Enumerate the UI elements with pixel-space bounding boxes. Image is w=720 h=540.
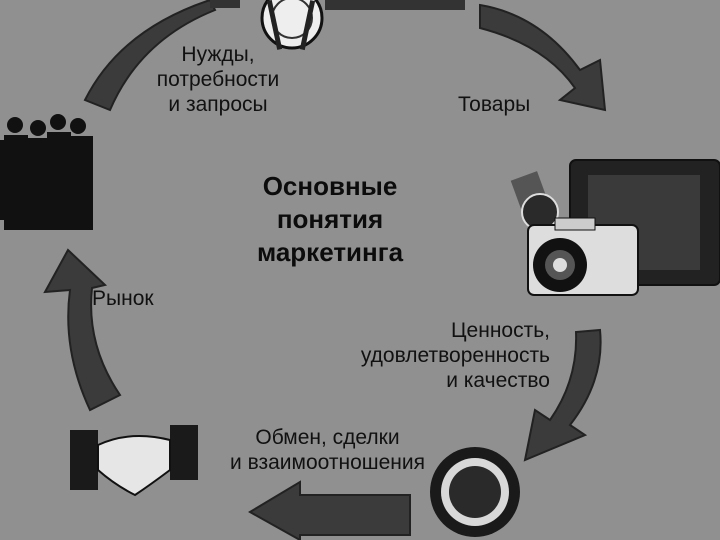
- center-title-line-1: Основные: [230, 170, 430, 203]
- needs-line-3: и запросы: [148, 92, 288, 117]
- needs-line-1: Нужды,: [148, 42, 288, 67]
- value-line-1: Ценность,: [355, 318, 550, 343]
- quality-seal-icon: [430, 447, 520, 537]
- node-exchange-label: Обмен, сделки и взаимоотношения: [225, 425, 430, 475]
- value-line-3: и качество: [355, 368, 550, 393]
- needs-line-2: потребности: [148, 67, 288, 92]
- node-goods-label: Товары: [458, 92, 530, 117]
- value-line-2: удовлетворенность: [355, 343, 550, 368]
- node-market-label: Рынок: [92, 286, 154, 311]
- diagram-center-title: Основные понятия маркетинга: [230, 170, 430, 269]
- market-line-1: Рынок: [92, 286, 154, 311]
- goods-line-1: Товары: [458, 92, 530, 117]
- exchange-line-2: и взаимоотношения: [225, 450, 430, 475]
- node-value-label: Ценность, удовлетворенность и качество: [355, 318, 550, 393]
- center-title-line-2: понятия: [230, 203, 430, 236]
- exchange-line-1: Обмен, сделки: [225, 425, 430, 450]
- node-needs-label: Нужды, потребности и запросы: [148, 42, 288, 117]
- center-title-line-3: маркетинга: [230, 236, 430, 269]
